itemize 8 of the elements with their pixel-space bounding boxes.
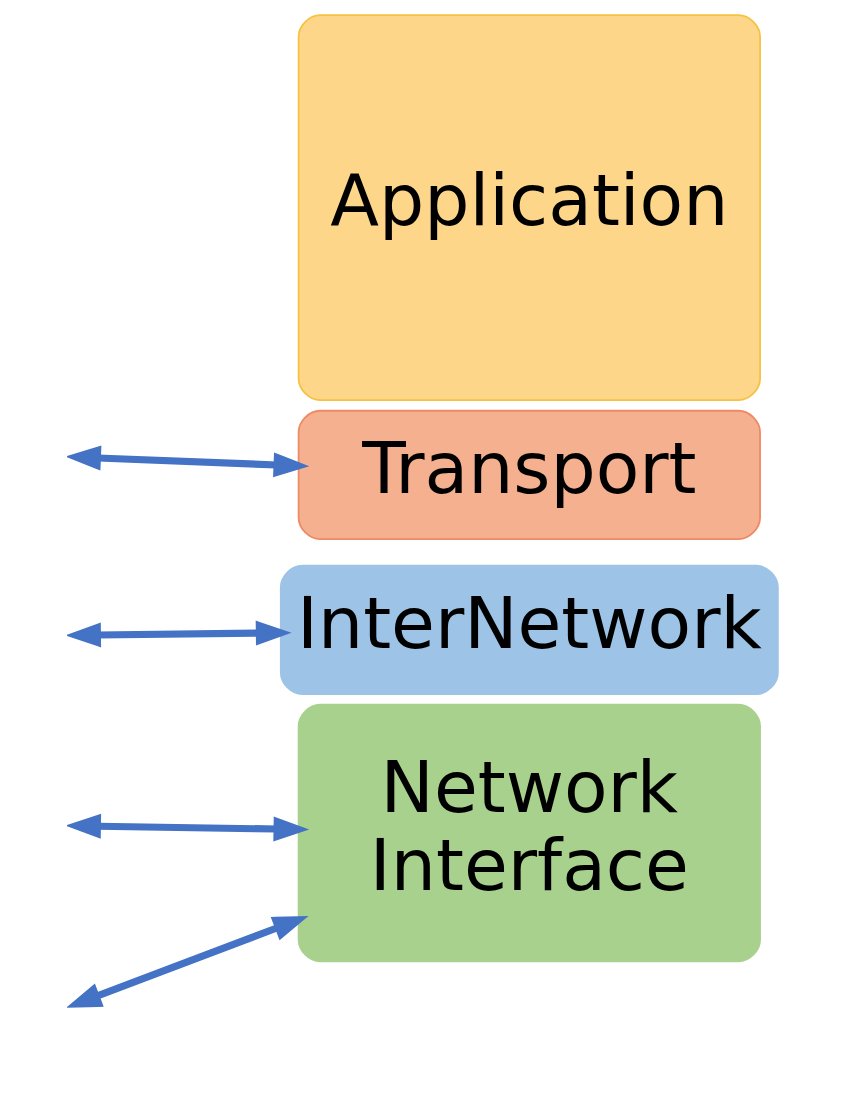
arrow — [67, 445, 310, 478]
arrow — [67, 620, 292, 648]
node-box: Network Interface — [297, 703, 761, 963]
arrow — [67, 813, 310, 842]
node-box: InterNetwork — [279, 564, 779, 695]
node-box: Application — [297, 14, 761, 401]
arrow — [67, 915, 309, 1008]
node-box: Transport — [297, 409, 761, 540]
